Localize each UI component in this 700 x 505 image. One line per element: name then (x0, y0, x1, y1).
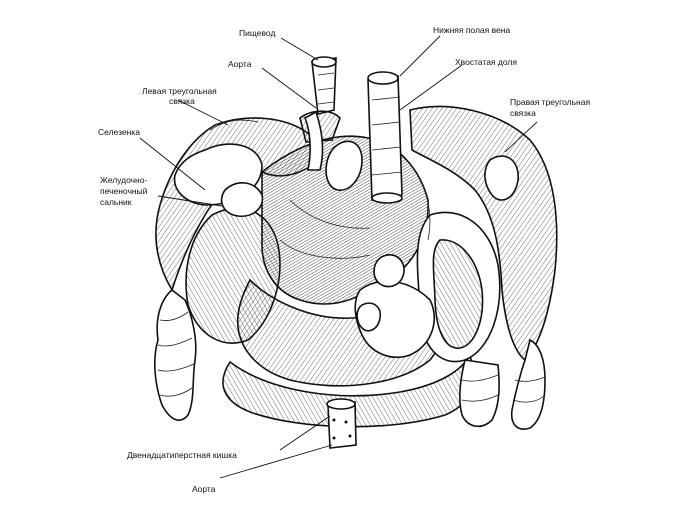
pylorus (373, 254, 405, 288)
label-aorta-bottom: Аорта (192, 484, 216, 494)
label-esophagus: Пищевод (239, 28, 275, 38)
left-colon (154, 288, 197, 421)
aorta-lower-tube (326, 398, 357, 449)
right-colon (459, 338, 546, 430)
leader-lines (139, 35, 538, 479)
label-gastro-1: Желудочно- (100, 175, 147, 185)
label-spleen: Селезенка (98, 127, 140, 137)
label-right-triangular-2: связка (510, 108, 536, 118)
label-aorta-top: Аорта (228, 59, 252, 69)
lower-stomach (236, 278, 450, 387)
label-caudate: Хвостатая доля (455, 57, 517, 67)
label-gastro-3: сальник (100, 197, 132, 207)
gallbladder (484, 155, 519, 201)
caudate-lobe (325, 140, 363, 191)
label-ivc: Нижняя полая вена (433, 25, 510, 35)
small-lobule (220, 182, 264, 218)
ivc-tube (367, 71, 403, 204)
right-kidney-hatch (432, 239, 484, 349)
pancreas-shape (354, 280, 435, 359)
label-left-triangular: Левая треугольная (142, 86, 217, 96)
aorta-upper-tube (303, 110, 324, 171)
label-right-triangular: Правая треугольная (510, 97, 590, 107)
organ-illustration (154, 56, 558, 449)
labels: Пищевод Аорта Левая треугольная связка С… (98, 25, 590, 494)
label-gastro-2: печеночный (100, 186, 148, 196)
duct-loop (356, 302, 382, 332)
label-left-triangular-2: связка (169, 96, 195, 106)
label-duodenum: Двенадцатиперстная кишка (127, 450, 237, 460)
